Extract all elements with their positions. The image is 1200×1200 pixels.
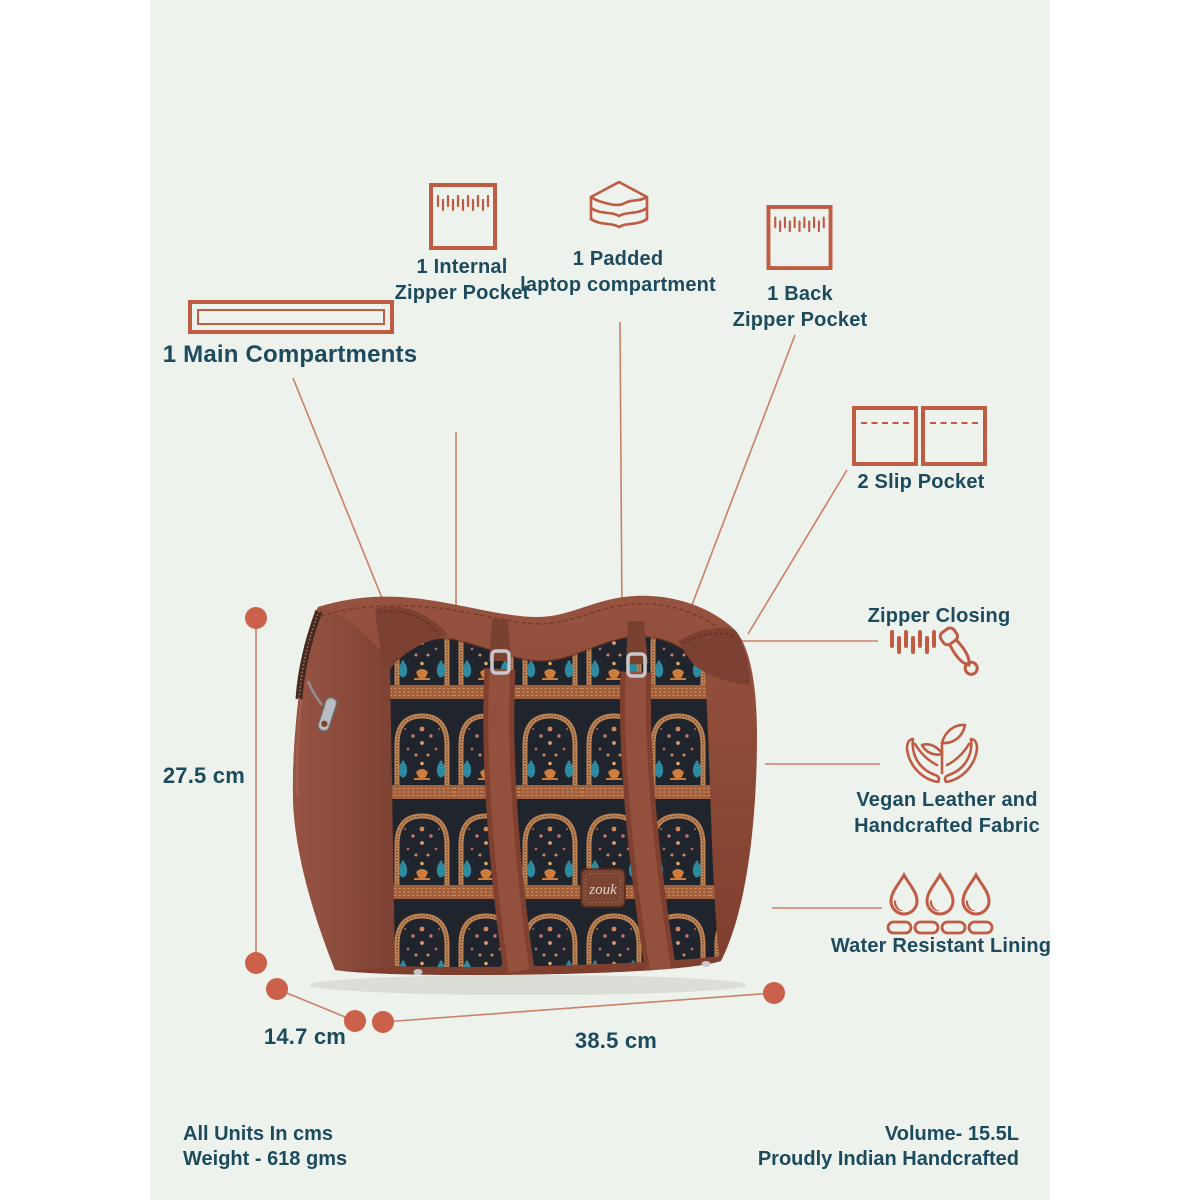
right-strap-metal-ring: [626, 652, 647, 678]
internal-zipper-label: 1 Internal Zipper Pocket: [377, 254, 547, 306]
callout-line-slip-pocket: [747, 469, 848, 635]
vegan-leather-label: Vegan Leather and Handcrafted Fabric: [842, 787, 1052, 839]
back-zipper-label-line1: 1 Back: [767, 283, 833, 305]
right-corner-leather-patch: [678, 628, 750, 685]
callout-line-back-zipper: [686, 334, 796, 619]
slip-pocket-icon: [852, 406, 918, 466]
metal-foot: [413, 969, 423, 975]
zipper-closing-icon: [890, 626, 979, 676]
weight-note: Weight - 618 gms: [183, 1148, 348, 1170]
volume-note: Volume- 15.5L: [884, 1123, 1019, 1145]
left-corner-leather-patch: [375, 606, 448, 669]
back-zipper-pocket-icon: [766, 205, 833, 270]
internal-zipper-label-line1: 1 Internal: [416, 256, 508, 278]
vegan-leather-label-line2: Handcrafted Fabric: [854, 815, 1040, 837]
shoulder-straps: [483, 619, 677, 975]
padded-laptop-label-line2: laptop compartment: [520, 274, 716, 296]
internal-zipper-pocket-icon: [429, 183, 497, 250]
bag-side-gusset: [292, 607, 395, 971]
brand-label-text: zouk: [588, 882, 617, 898]
top-band-seam: [389, 635, 705, 668]
top-band-stitching: [320, 603, 726, 635]
internal-zipper-label-line2: Zipper Pocket: [394, 282, 530, 304]
mint-background-panel: [150, 0, 1050, 1200]
padded-laptop-compartment-icon: [589, 180, 649, 229]
depth-dimension-line: [276, 988, 356, 1022]
handbag-product-image: zouk: [292, 595, 757, 995]
main-compartments-label: 1 Main Compartments: [162, 341, 418, 368]
water-resistant-label: Water Resistant Lining: [830, 935, 1052, 957]
height-dimension-label: 27.5 cm: [162, 763, 245, 788]
dimension-marker-dots: [245, 607, 785, 1033]
depth-dimension-label: 14.7 cm: [263, 1024, 347, 1049]
padded-laptop-label: 1 Padded laptop compartment: [493, 246, 743, 298]
slip-pocket-icons: [852, 406, 990, 466]
padded-laptop-label-line1: 1 Padded: [572, 248, 664, 270]
zipper-teeth-detail: [298, 610, 320, 700]
zipper-closing-label: Zipper Closing: [867, 605, 1011, 627]
units-note: All Units In cms: [183, 1123, 334, 1145]
vegan-leather-icon: [905, 723, 979, 783]
callout-line-main-compartments: [292, 377, 387, 609]
footer-right: Volume- 15.5L Proudly Indian Handcrafted: [680, 1122, 1019, 1172]
zipper-pull-cord: [306, 680, 324, 706]
right-patch-stitching: [682, 632, 735, 644]
zipper-pull: [317, 697, 338, 732]
bag-shadow: [310, 975, 746, 995]
brand-label: zouk: [580, 868, 626, 908]
back-zipper-label-line2: Zipper Pocket: [732, 309, 868, 331]
handcrafted-note: Proudly Indian Handcrafted: [757, 1148, 1019, 1170]
left-strap-metal-ring: [490, 649, 511, 675]
metal-foot: [701, 961, 711, 967]
back-zipper-label: 1 Back Zipper Pocket: [715, 281, 885, 333]
callout-line-padded-laptop: [619, 321, 623, 619]
main-compartment-icon: [188, 300, 394, 334]
vegan-leather-label-line1: Vegan Leather and: [856, 789, 1038, 811]
bag-printed-fabric-panel: [390, 636, 719, 967]
footer-left: All Units In cms Weight - 618 gms: [183, 1122, 513, 1172]
left-patch-stitching: [378, 610, 440, 635]
width-dimension-label: 38.5 cm: [574, 1028, 658, 1053]
slip-pocket-icon: [921, 406, 987, 466]
width-dimension-line: [382, 992, 775, 1023]
water-resistant-icon: [886, 872, 994, 935]
slip-pocket-label: 2 Slip Pocket: [857, 471, 985, 493]
